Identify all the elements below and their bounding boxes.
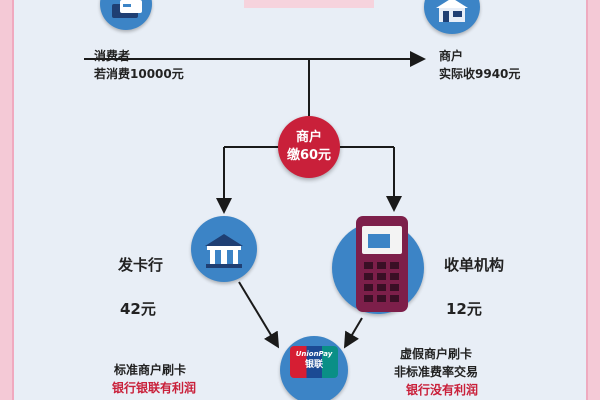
unionpay-logo: UnionPay 银联 <box>290 346 338 378</box>
issuer-to-unionpay-arrow <box>238 281 280 349</box>
acquirer-title: 收单机构 <box>444 256 505 274</box>
unionpay-logo-text: UnionPay <box>295 350 333 358</box>
unionpay-logo-chinese: 银联 <box>304 360 323 370</box>
acquirer-to-unionpay-arrow <box>343 317 363 349</box>
acquirer-amount: 12元 <box>446 300 482 318</box>
left-note-line2: 银行银联有利润 <box>112 381 197 395</box>
merchant-fee-badge: 商户 缴60元 <box>278 116 340 178</box>
pos-terminal-icon <box>356 216 408 312</box>
issuer-amount: 42元 <box>120 300 156 318</box>
top-band <box>244 0 374 8</box>
fee-line1: 商户 <box>295 130 322 145</box>
right-note-line2: 非标准费率交易 <box>394 365 479 379</box>
right-note-line3: 银行没有利润 <box>406 383 479 397</box>
merchant-amount: 实际收9940元 <box>439 67 521 81</box>
consumer-card-icon <box>100 0 152 30</box>
store-icon <box>424 0 480 34</box>
consumer-amount: 若消费10000元 <box>94 67 184 81</box>
left-note-line1: 标准商户刷卡 <box>114 363 187 377</box>
diagram-card: 消费者 若消费10000元 商户 实际收9940元 商户 缴60元 发卡行 42… <box>12 0 588 400</box>
consumer-title: 消费者 <box>94 49 131 63</box>
merchant-title: 商户 <box>439 49 464 63</box>
right-note-line1: 虚假商户刷卡 <box>400 347 473 361</box>
fee-line2: 缴60元 <box>286 148 332 163</box>
issuer-title: 发卡行 <box>118 256 164 274</box>
bank-icon <box>191 216 257 282</box>
flow-arrows <box>84 51 426 349</box>
